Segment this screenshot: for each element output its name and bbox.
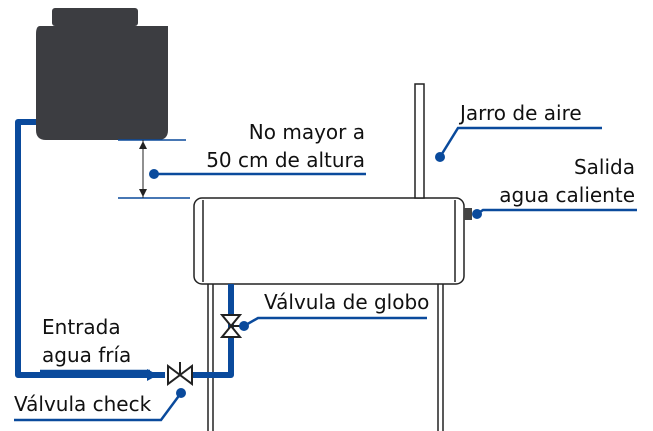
hot-outlet-label-line1: Salida	[573, 155, 635, 179]
globe-valve-label: Válvula de globo	[264, 290, 430, 314]
air-vent-pipe	[414, 83, 425, 199]
max-height-label-line1: No mayor a	[248, 120, 365, 144]
air-vent-label: Jarro de aire	[460, 101, 582, 125]
hot-outlet-label-line2: agua caliente	[499, 183, 635, 207]
cold-inlet-label-line1: Entrada	[42, 315, 121, 339]
cold-water-pipe	[15, 119, 165, 378]
storage-tank	[36, 8, 168, 140]
height-dimension-marker	[118, 139, 190, 199]
heater-tank	[193, 197, 465, 285]
check-valve-icon	[167, 362, 193, 386]
check-valve-label: Válvula check	[14, 392, 152, 416]
max-height-label-line2: 50 cm de altura	[206, 148, 365, 172]
inlet-riser-pipe	[193, 284, 234, 378]
cold-inlet-label-line2: agua fría	[42, 343, 132, 367]
support-legs	[207, 280, 444, 431]
hot-outlet-stub	[464, 208, 472, 220]
callout-leaders	[14, 126, 637, 422]
